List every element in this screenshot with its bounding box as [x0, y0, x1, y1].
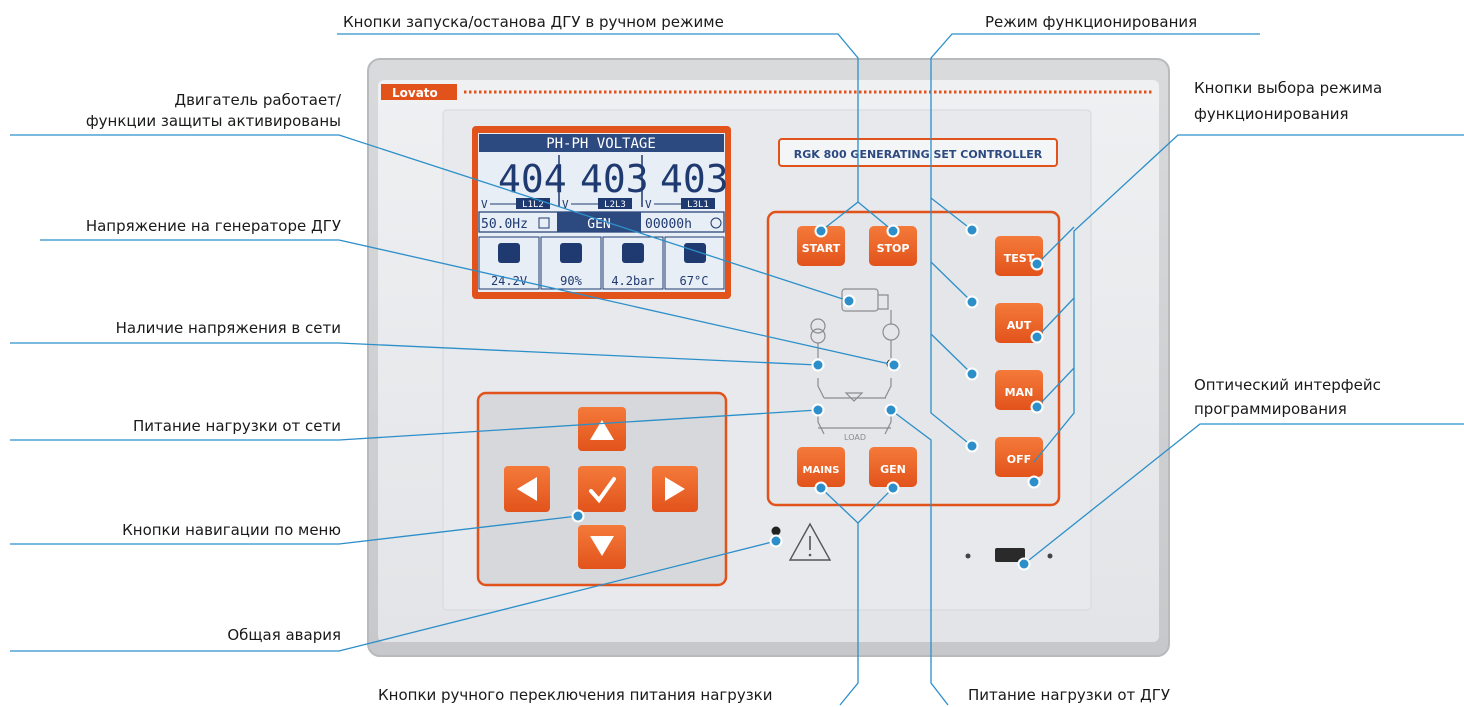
oil-pressure-gauge: [602, 236, 664, 290]
aut-button-label: AUT: [1007, 319, 1032, 332]
lcd-phase-3: L3L1: [687, 200, 709, 210]
control-panel: [766, 210, 1061, 507]
model-plate-text: RGK 800 GENERATING SET CONTROLLER: [794, 148, 1043, 161]
label-load-from-gen: Питание нагрузки от ДГУ: [968, 686, 1171, 704]
load-label: LOAD: [844, 433, 866, 442]
transformer-icon: [810, 318, 826, 334]
label-operating-mode: Режим функционирования: [985, 13, 1198, 31]
off-button-label: OFF: [1007, 453, 1031, 466]
lcd-unit-2: V: [562, 198, 569, 211]
lcd-voltage-readings: 404 403 403 V V V L1L2 L2L3 L3L1: [481, 155, 729, 211]
warning-icon: [788, 522, 832, 561]
arrow-right-icon: [665, 477, 685, 501]
optical-port[interactable]: [995, 548, 1025, 562]
clock-icon: [710, 217, 722, 229]
lcd-phase-tag-3: [681, 198, 715, 209]
label-load-from-mains: Питание нагрузки от сети: [133, 417, 341, 435]
engine-icon: [841, 288, 879, 312]
label-manual-switch: Кнопки ручного переключения питания нагр…: [378, 686, 773, 704]
temperature-value: 67°C: [680, 274, 709, 288]
label-nav-buttons: Кнопки навигации по меню: [122, 521, 341, 539]
mains-button-label: MAINS: [803, 465, 840, 476]
lcd-reading-2: 403: [580, 157, 649, 201]
label-optical-2: программирования: [1194, 400, 1347, 418]
lcd-reading-3: 403: [660, 157, 729, 201]
label-general-alarm: Общая авария: [227, 626, 341, 644]
stop-button-label: STOP: [877, 242, 910, 255]
leader-dots: [571, 223, 1044, 571]
aut-button[interactable]: [995, 303, 1043, 343]
checkmark-icon: [589, 477, 616, 504]
lcd-unit-3: V: [645, 198, 652, 211]
thermometer-icon: [684, 243, 706, 263]
man-button[interactable]: [995, 370, 1043, 410]
label-mode-buttons-1: Кнопки выбора режима: [1194, 79, 1383, 97]
lcd-phase-2: L2L3: [604, 200, 626, 210]
start-button[interactable]: [797, 226, 845, 266]
fuel-gauge: [540, 236, 602, 290]
lcd-hours: 00000h: [645, 217, 692, 232]
start-button-label: START: [802, 242, 841, 255]
arrow-left-icon: [517, 477, 537, 501]
label-gen-voltage: Напряжение на генераторе ДГУ: [85, 217, 341, 235]
brand-logo: [381, 84, 457, 100]
fuel-icon: [560, 243, 582, 263]
gen-button-label: GEN: [880, 463, 906, 476]
leader-lines: [10, 33, 1464, 706]
battery-gauge: [478, 236, 540, 290]
gen-button[interactable]: [869, 447, 917, 487]
label-mains-voltage: Наличие напряжения в сети: [115, 319, 341, 337]
lcd-unit-1: V: [481, 198, 488, 211]
alarm-led: [771, 526, 781, 536]
lcd-phase-1: L1L2: [522, 200, 544, 210]
stop-button[interactable]: [869, 226, 917, 266]
battery-value: 24.2V: [491, 274, 527, 288]
lcd-frequency: 50.0Hz: [481, 217, 528, 232]
off-button[interactable]: [995, 437, 1043, 477]
oil-icon: [622, 243, 644, 263]
lcd-phase-tag-2: [598, 198, 632, 209]
lcd-reading-1: 404: [498, 157, 567, 201]
arrow-up-icon: [590, 420, 614, 440]
temperature-gauge: [664, 236, 725, 290]
nav-enter-button[interactable]: [578, 466, 626, 512]
model-plate: [778, 138, 1058, 167]
man-button-label: MAN: [1005, 386, 1034, 399]
label-optical-1: Оптический интерфейс: [1194, 376, 1381, 394]
lcd-title-bar: [479, 134, 724, 152]
lcd-phase-tag-1: [516, 198, 550, 209]
label-start-stop: Кнопки запуска/останова ДГУ в ручном реж…: [343, 13, 724, 31]
oil-value: 4.2bar: [611, 274, 654, 288]
label-engine-running-2: функции защиты активированы: [85, 112, 341, 130]
optical-port-dot: [1047, 553, 1053, 559]
label-engine-running-1: Двигатель работает/: [174, 91, 341, 109]
lcd-freq-icon: [538, 217, 550, 229]
brand-logo-text: Lovato: [392, 86, 438, 100]
lcd-gauges: 24.2V 90% 4.2bar 67°C: [478, 236, 725, 290]
battery-icon: [498, 243, 520, 263]
lcd-title: PH-PH VOLTAGE: [546, 136, 656, 152]
fuel-value: 90%: [560, 274, 582, 288]
label-mode-buttons-2: функционирования: [1194, 105, 1349, 123]
optical-port-dot: [965, 553, 971, 559]
lcd-mode: GEN: [587, 217, 610, 232]
arrow-down-icon: [590, 536, 614, 556]
test-button-label: TEST: [1004, 252, 1035, 265]
mains-button[interactable]: [797, 447, 845, 487]
